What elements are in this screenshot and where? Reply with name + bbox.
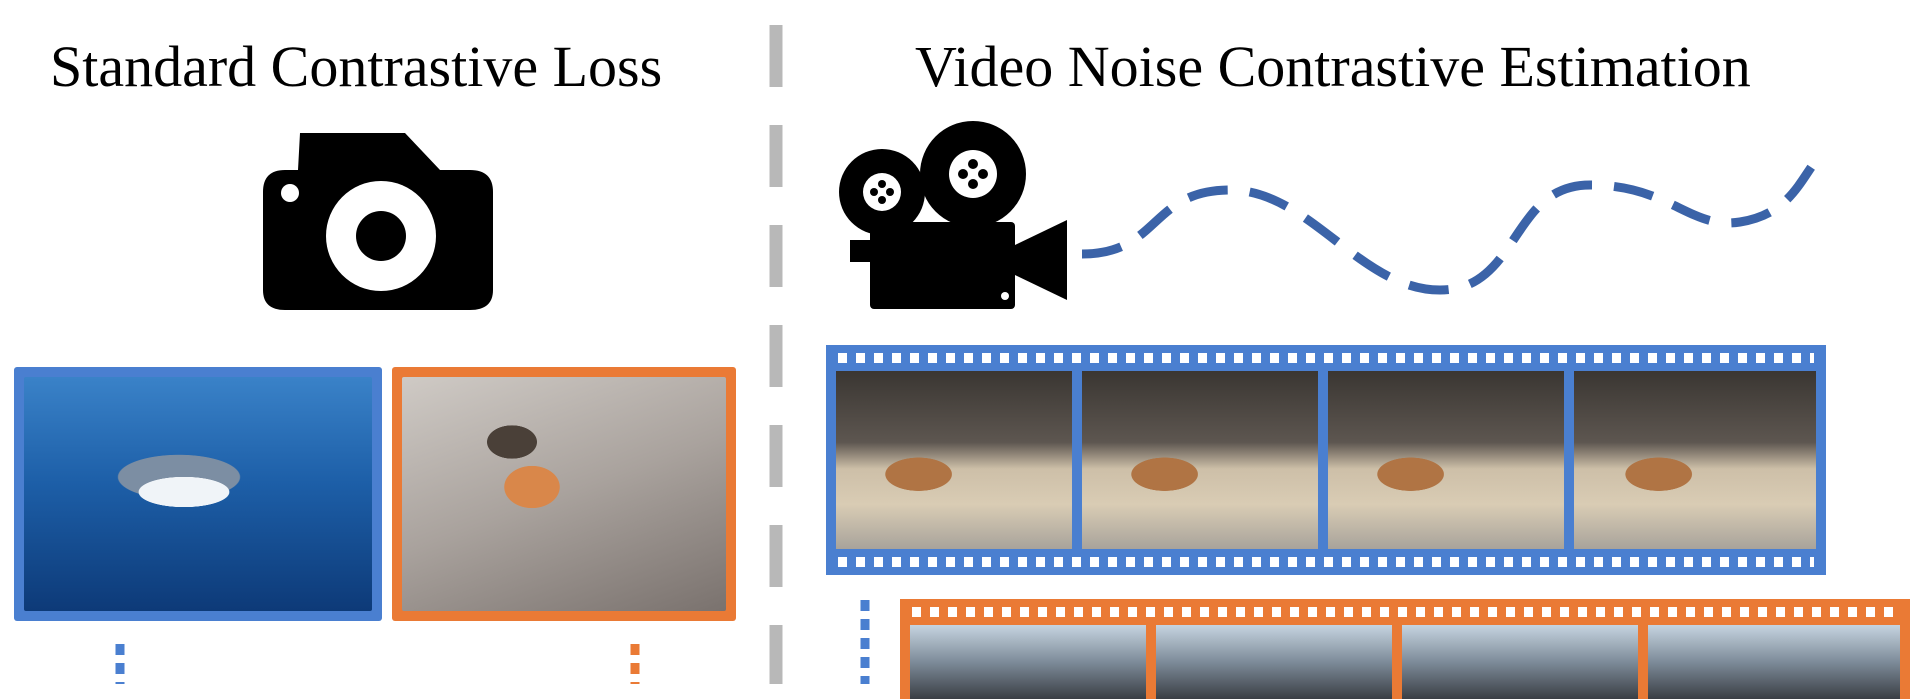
cat-video-frame-2 (1082, 371, 1318, 549)
bike-video-frame-3 (1402, 625, 1638, 699)
bike-video-frame-2 (1156, 625, 1392, 699)
film-sprockets-top (838, 353, 1814, 363)
bike-video-frame-4 (1648, 625, 1900, 699)
cat-video-frame-4 (1574, 371, 1816, 549)
right-panel-title: Video Noise Contrastive Estimation (915, 34, 1751, 99)
shark-photo (24, 377, 372, 611)
shark-image-frame (14, 367, 382, 621)
camera-icon (263, 133, 493, 310)
film-sprockets-top (912, 607, 1898, 617)
cat-video-film-strip (826, 345, 1826, 575)
cat-video-frame-3 (1328, 371, 1564, 549)
left-panel-title: Standard Contrastive Loss (50, 34, 663, 99)
bird-photo (402, 377, 726, 611)
bird-image-frame (392, 367, 736, 621)
bike-video-film-strip (900, 599, 1910, 699)
trajectory-wave (1081, 152, 1824, 295)
cat-video-frame-1 (836, 371, 1072, 549)
film-sprockets-bottom (838, 557, 1814, 567)
video-camera-icon (839, 121, 1067, 309)
bike-video-frame-1 (910, 625, 1146, 699)
figure-graphics (115, 25, 1824, 684)
